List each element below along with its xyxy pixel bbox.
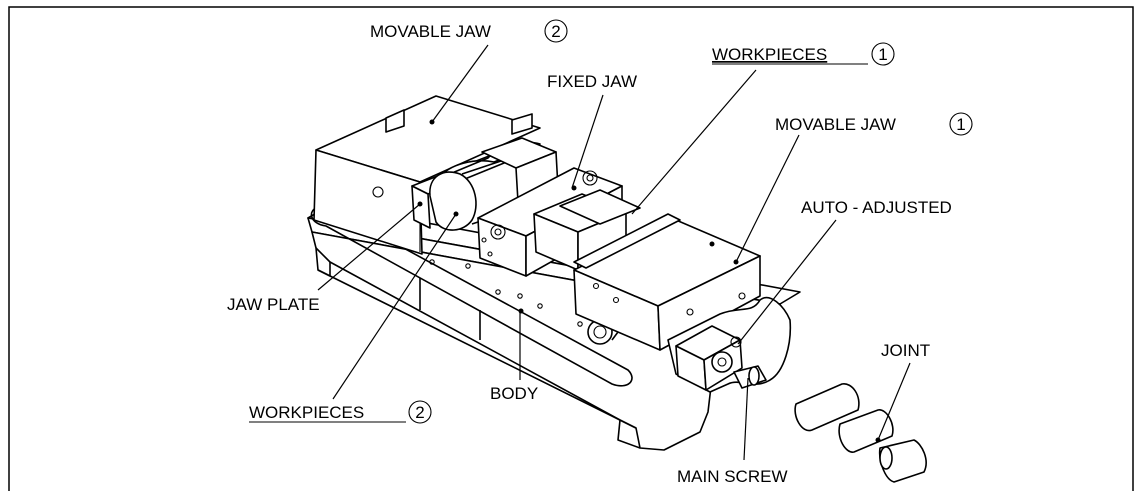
leader-joint xyxy=(877,362,911,441)
label-workpieces-2: WORKPIECES 2 xyxy=(249,400,432,424)
leader-auto-adjusted xyxy=(737,219,837,345)
label-workpieces-1-num: 1 xyxy=(878,45,887,64)
label-workpieces-1-text: WORKPIECES xyxy=(712,45,827,64)
leader-jaw-plate xyxy=(317,203,421,291)
joint xyxy=(794,383,927,483)
label-movable-jaw-1: MOVABLE JAW 1 xyxy=(775,112,973,136)
label-movable-jaw-2-text: MOVABLE JAW xyxy=(370,22,491,41)
label-jaw-plate: JAW PLATE xyxy=(227,295,320,314)
label-fixed-jaw: FIXED JAW xyxy=(547,72,637,91)
label-movable-jaw-2-num: 2 xyxy=(551,22,560,41)
movable-jaw-2 xyxy=(313,95,541,255)
leader-workpieces-2 xyxy=(332,213,457,400)
label-movable-jaw-1-text: MOVABLE JAW xyxy=(775,115,896,134)
leader-main-screw xyxy=(743,377,749,461)
label-body: BODY xyxy=(490,384,538,403)
label-auto-adjusted: AUTO - ADJUSTED xyxy=(801,198,952,217)
leader-movable-jaw-1 xyxy=(735,134,800,263)
label-movable-jaw-2: MOVABLE JAW 2 xyxy=(370,19,568,43)
label-workpieces-1: WORKPIECES 1 xyxy=(712,42,895,66)
figure-border xyxy=(8,6,1134,496)
label-movable-jaw-1-num: 1 xyxy=(956,115,965,134)
leader-movable-jaw-2 xyxy=(431,44,489,123)
leader-fixed-jaw xyxy=(571,94,604,189)
label-workpieces-2-text: WORKPIECES xyxy=(249,403,364,422)
label-workpieces-2-num: 2 xyxy=(415,403,424,422)
label-main-screw: MAIN SCREW xyxy=(677,467,788,486)
movable-jaw-1 xyxy=(573,213,761,351)
leader-workpieces-1 xyxy=(631,69,757,215)
main-screw xyxy=(733,365,767,389)
label-joint: JOINT xyxy=(881,341,930,360)
